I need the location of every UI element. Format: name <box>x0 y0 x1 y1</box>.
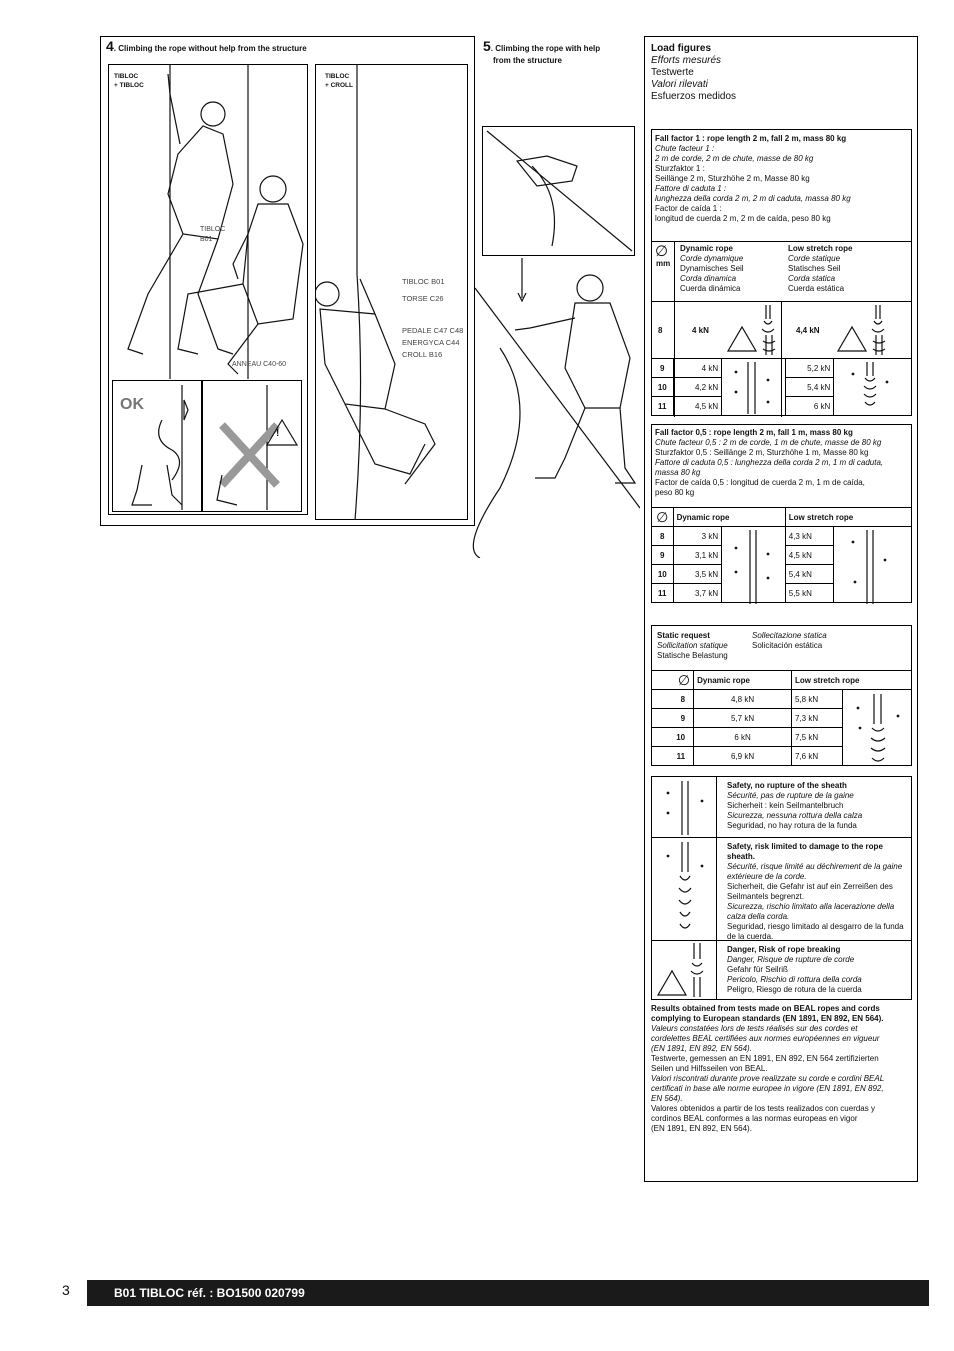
load-figures-frame <box>644 36 918 1182</box>
table-row: 10 6 kN 7,5 kN <box>650 727 912 747</box>
section4-panel-left <box>108 64 308 515</box>
danger-rope-legend-icon <box>656 943 704 997</box>
dynamic-rope-header: Dynamic rope Corde dynamique Dynamisches… <box>680 244 744 293</box>
load-figures-title-block: Load figures Efforts mesurés Testwerte V… <box>651 43 737 102</box>
section5-inset-illustration <box>486 130 633 252</box>
diameter-unit: mm <box>656 259 671 268</box>
static-text-right: Sollecitazione statica Solicitación está… <box>752 631 827 650</box>
danger-rope-icon-2 <box>836 305 886 355</box>
legend-danger: Danger, Risk of rope breaking Danger, Ri… <box>651 940 912 1000</box>
callout-energy: ENERGYCA C44 <box>402 338 460 347</box>
danger-rope-icon <box>726 305 776 355</box>
risk-rope-icon <box>851 362 889 406</box>
table1-header-divider <box>674 241 675 302</box>
ff05-text: Fall factor 0,5 : rope length 2 m, fall … <box>655 428 884 497</box>
section4-title: 4. Climbing the rope without help from t… <box>106 38 307 56</box>
callout-croll: CROLL B16 <box>402 350 443 359</box>
section5-number: 5 <box>483 38 491 54</box>
section4-frame <box>100 36 475 526</box>
climber-illustration-right <box>315 64 436 520</box>
section4-number: 4 <box>106 38 114 54</box>
ff1-text: Fall factor 1 : rope length 2 m, fall 2 … <box>655 134 851 223</box>
inset-danger-illustration <box>216 385 299 510</box>
callout-pedale: PEDALE C47 C48 <box>402 326 464 335</box>
panel-left-label: TIBLOC + TIBLOC <box>114 73 144 89</box>
table-row: 10 3,5 kN 5,4 kN <box>651 564 912 584</box>
table-row: 11 6,9 kN 7,6 kN <box>650 746 912 766</box>
section5-title-line2: from the structure <box>493 56 562 65</box>
inset-ok <box>112 380 202 512</box>
table-row: 11 3,7 kN 5,5 kN <box>651 583 912 603</box>
diameter-icon: ∅ <box>655 243 669 260</box>
safe-rope-legend-icon <box>666 781 704 835</box>
table-row: 8 4,8 kN 5,8 kN <box>650 689 912 766</box>
panel-right-label: TIBLOC + CROLL <box>325 73 353 89</box>
section5-climber-illustration <box>472 258 640 558</box>
footer-reference: B01 TIBLOC réf. : BO1500 020799 <box>114 1286 305 1300</box>
static-text-left: Static request Sollicitation statique St… <box>657 631 728 660</box>
diameter-icon-2: ∅ <box>651 507 674 527</box>
table3: ∅ Dynamic rope Low stretch rope 8 4,8 kN… <box>650 670 913 766</box>
safe-rope-icon-3 <box>851 530 887 604</box>
legend-risk: Safety, risk limited to damage to the ro… <box>651 837 912 941</box>
table2: ∅ Dynamic rope Low stretch rope 8 3 kN 4… <box>651 507 913 603</box>
table-row: ∅ Dynamic rope Low stretch rope <box>651 507 913 527</box>
inset-ok-illustration <box>131 385 189 510</box>
table-row: 9 3,1 kN 4,5 kN <box>651 545 912 565</box>
warning-icon: ! <box>276 428 280 439</box>
page-number: 3 <box>62 1282 70 1298</box>
section5-title-line1: . Climbing the rope with help <box>490 44 601 53</box>
load-figures-title: Load figures <box>651 43 712 54</box>
table1-row-8-low: 4,4 kN <box>796 326 820 335</box>
section4-title-text: . Climbing the rope without help from th… <box>113 44 307 53</box>
table1-row-8-diameter: 8 <box>658 326 663 335</box>
diameter-icon-3: ∅ <box>650 670 695 690</box>
table-row: 11 4,5 kN 6 kN <box>651 396 912 416</box>
table-row: 10 4,2 kN 5,4 kN <box>651 377 912 397</box>
climber-illustration-left <box>127 64 304 379</box>
inset-danger <box>202 380 302 512</box>
callout-anneau: ANNEAU C40-60 <box>232 361 287 368</box>
risk-rope-icon-2 <box>856 694 900 762</box>
right-panel-callouts: TIBLOC B01 TORSE C26 PEDALE C47 C48 ENER… <box>402 273 463 361</box>
callout-tibloc2: TIBLOC B01 <box>402 277 445 286</box>
footer-bar <box>87 1280 929 1306</box>
table1-row-8-dynamic: 4 kN <box>692 326 709 335</box>
risk-rope-legend-icon <box>666 842 704 929</box>
safe-rope-icon-2 <box>734 530 770 604</box>
callout-torse: TORSE C26 <box>402 294 444 303</box>
ok-label: OK <box>120 396 144 413</box>
safe-rope-icon <box>734 362 770 414</box>
section5-inset <box>482 126 635 256</box>
table-row: ∅ Dynamic rope Low stretch rope <box>650 670 913 690</box>
legend-safe: Safety, no rupture of the sheath Sécurit… <box>651 776 912 838</box>
callout-tibloc: TIBLOC B01 <box>200 226 226 243</box>
section5-title: 5. Climbing the rope with help from the … <box>483 38 600 65</box>
low-stretch-rope-header: Low stretch rope Corde statique Statisch… <box>788 244 853 293</box>
results-text: Results obtained from tests made on BEAL… <box>651 1004 885 1133</box>
